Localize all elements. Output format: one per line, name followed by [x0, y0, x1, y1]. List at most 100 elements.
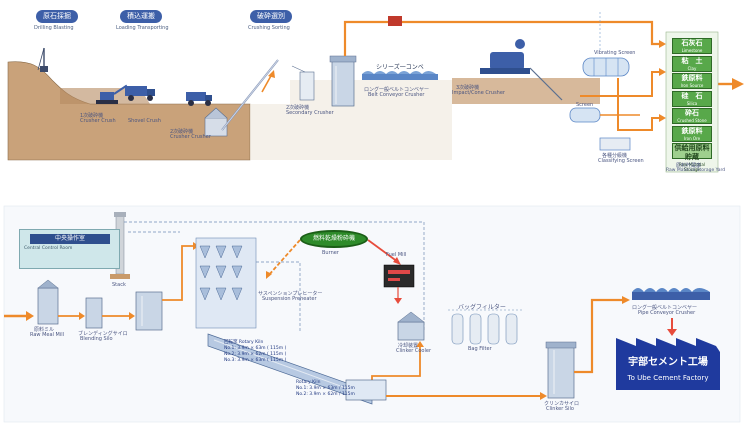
label-ship-conveyor: ロング一般ベルトコンベヤー [632, 305, 698, 311]
long-belt-conveyor-icon [362, 71, 438, 80]
kiln-gas-line [256, 261, 301, 332]
kiln-title: 回転窯 Rotary Kiln [224, 340, 264, 345]
screen-chute [529, 67, 563, 101]
storage-item-sublabel: Clay [687, 65, 697, 71]
storage-item-label: 鉄原料 [681, 126, 703, 135]
label-raw-mill: 原料ミル [34, 327, 55, 333]
label-ship-conveyor-en: Pipe Conveyor Crusher [638, 310, 696, 316]
primary-crusher-icon [204, 107, 228, 137]
clinker-silo-icon [545, 341, 577, 399]
label-raw-mill-en: Raw Meal Mill [30, 332, 65, 338]
storage-item-sublabel: Iron Source [680, 83, 704, 88]
kiln-spec-1: No.1: 3.9m × 63m ( 115m ) [224, 346, 287, 351]
conveyor-bench [452, 78, 600, 104]
clinker-cooler-icon [397, 311, 425, 341]
bag-filter-icon [448, 309, 522, 345]
exit-arrow-icon [732, 78, 744, 90]
label-fuel-mill: Fuel Mill [386, 252, 407, 258]
kiln2-spec-1: No.1: 3.9m × 63m / 115m [296, 386, 355, 391]
kiln-spec-3: No.3: 3.9m × 63m ( 115m ) [224, 358, 287, 363]
flow-arrow-classifier [617, 78, 664, 131]
stage-sub-loading: Loading Transporting [116, 25, 169, 31]
label-preheater-en: Suspension Preheater [262, 296, 317, 302]
ube-factory-en: To Ube Cement Factory [627, 374, 709, 382]
stage-sub-crushing: Crushing Sorting [248, 25, 290, 31]
stage-pill-loading: 積込運搬 [120, 10, 162, 23]
label-long-belt: ロング一般ベルトコンベヤー [364, 87, 430, 93]
secondary-crusher-silo-icon [329, 55, 357, 107]
storage-item-sublabel: Raw Material Storage [679, 162, 705, 172]
storage-caption: 原料貯蔵庫 [676, 163, 702, 169]
kiln2-spec-box: Rotary Kiln No.1: 3.9m × 63m / 115m No.2… [296, 380, 355, 398]
storage-silo-icon [135, 291, 163, 331]
label-clinker-silo-en: Clinker Silo [546, 406, 574, 412]
label-classifier: 各種分級機 [602, 153, 628, 159]
vibrating-screen-icon [582, 57, 630, 77]
preheater-tower-icon [195, 237, 257, 329]
flow-arrow-fuel-right [367, 239, 399, 263]
storage-item-label: 砕石 [685, 109, 699, 117]
label-crusher-1-en: Crusher Crush [80, 118, 116, 124]
label-cooler: 冷却装置 [398, 343, 419, 349]
classifier-icon [599, 137, 631, 151]
label-bag-filter-en: Bag Filter [468, 346, 492, 352]
label-tertiary-en: Impact/Cone Crusher [452, 90, 505, 96]
rotary-kiln-icon [207, 333, 373, 405]
dump-truck-icon-2 [186, 92, 212, 106]
flow-arrow-top-main [343, 20, 664, 56]
pipe-conveyor-icon [632, 288, 710, 300]
kiln2-spec-2: No.2: 3.9m × 62m / 115m [296, 392, 355, 397]
burner-fuel-badge: 燃料乾燥粉砕機 [300, 230, 368, 248]
stage-pill-drilling: 原石採掘 [36, 10, 78, 23]
label-screen: Vibrating Screen [594, 50, 636, 56]
label-fuel-en: Burner [322, 250, 339, 256]
label-long-belt-en: Belt Conveyor Crusher [368, 92, 425, 98]
label-bag-filter: バッグフィルター [458, 304, 506, 311]
screen-drum-icon [569, 107, 601, 123]
storage-item-label: 粘 土 [681, 56, 703, 65]
label-classifier-en: Classifying Screen [598, 158, 644, 164]
storage-item-sublabel: Limestone [681, 48, 703, 53]
stage-sub-drilling: Drilling Blasting [34, 25, 74, 31]
flow-arrow-to-conveyor [574, 298, 626, 374]
label-screen2: Screen [576, 102, 594, 108]
blending-silo-icon [85, 297, 103, 329]
control-room: 中央操作室 Central Control Room [19, 229, 120, 269]
gas-line [124, 221, 425, 330]
label-conveyor-jp: シリーズ一コンベ [376, 64, 424, 71]
label-blending-en: Blending Silo [80, 336, 113, 342]
flow-arrow-fuel-left [267, 239, 301, 277]
label-secondary-en: Secondary Crusher [286, 110, 334, 116]
label-chimney: Stack [112, 282, 126, 288]
storage-item-sublabel: Iron Ore [683, 135, 701, 141]
label-crusher-1: 1次破砕機 [80, 113, 104, 119]
storage-caption-en: Raw Material Storage Yard [666, 168, 726, 173]
storage-item-sublabel: Crushed Stone [677, 118, 707, 123]
tertiary-crusher-icon [480, 39, 530, 74]
fuel-mill-icon [383, 264, 415, 288]
label-crusher-2: 2次破砕機 [170, 129, 194, 135]
storage-item-label: 鉄原料 [681, 74, 703, 82]
storage-item-label: 供給用原料貯蔵 [674, 144, 710, 161]
label-blending: ブレンディングサイロ [78, 331, 128, 337]
flow-arrow-screen [580, 71, 664, 97]
stage-pill-crushing: 破砕選別 [250, 10, 292, 23]
kiln-spec-2: No.2: 3.9m × 62m ( 115m ) [224, 352, 287, 357]
ube-cement-factory: 宇部セメント工場 To Ube Cement Factory [616, 352, 720, 390]
label-secondary: 2次破砕機 [286, 105, 310, 111]
dump-truck-icon [125, 86, 155, 101]
label-crusher-2-en: Crusher Crusher [170, 134, 211, 140]
kiln-spec-box: 回転窯 Rotary Kiln No.1: 3.9m × 63m ( 115m … [224, 340, 286, 364]
flow-arrow-up [261, 73, 273, 93]
ube-factory-jp: 宇部セメント工場 [628, 357, 708, 368]
control-room-sub: Central Control Room [24, 246, 73, 251]
storage-item-label: 硅 石 [681, 91, 703, 100]
label-cooler-en: Clinker Cooler [396, 348, 432, 354]
